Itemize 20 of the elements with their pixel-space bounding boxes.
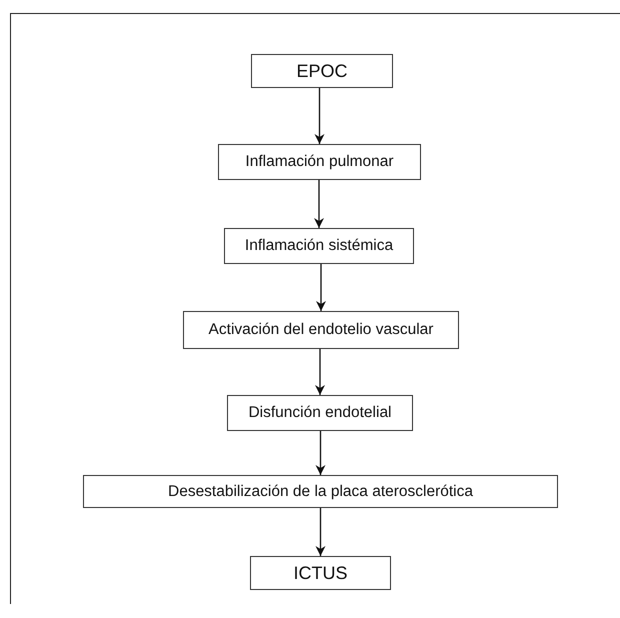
- arrow: [314, 180, 324, 228]
- box-label: Activación del endotelio vascular: [208, 321, 434, 339]
- process-box: [227, 395, 413, 431]
- process-box: [251, 54, 393, 88]
- arrow: [316, 264, 326, 311]
- arrow: [316, 431, 326, 475]
- process-box: [250, 556, 391, 590]
- process-box: [224, 228, 414, 264]
- box-label: EPOC: [296, 60, 348, 82]
- arrow: [314, 88, 324, 144]
- box-label: Inflamación sistémica: [244, 237, 394, 255]
- box-label: Inflamación pulmonar: [245, 153, 394, 171]
- box-label: Desestabilización de la placa aterosclerótica: [168, 482, 473, 500]
- process-box: [218, 144, 421, 180]
- process-box: [183, 311, 459, 349]
- box-label: Disfunción endotelial: [248, 404, 392, 422]
- arrow: [316, 508, 326, 556]
- process-box: [83, 475, 558, 508]
- arrow: [315, 349, 325, 395]
- box-label: ICTUS: [294, 562, 348, 584]
